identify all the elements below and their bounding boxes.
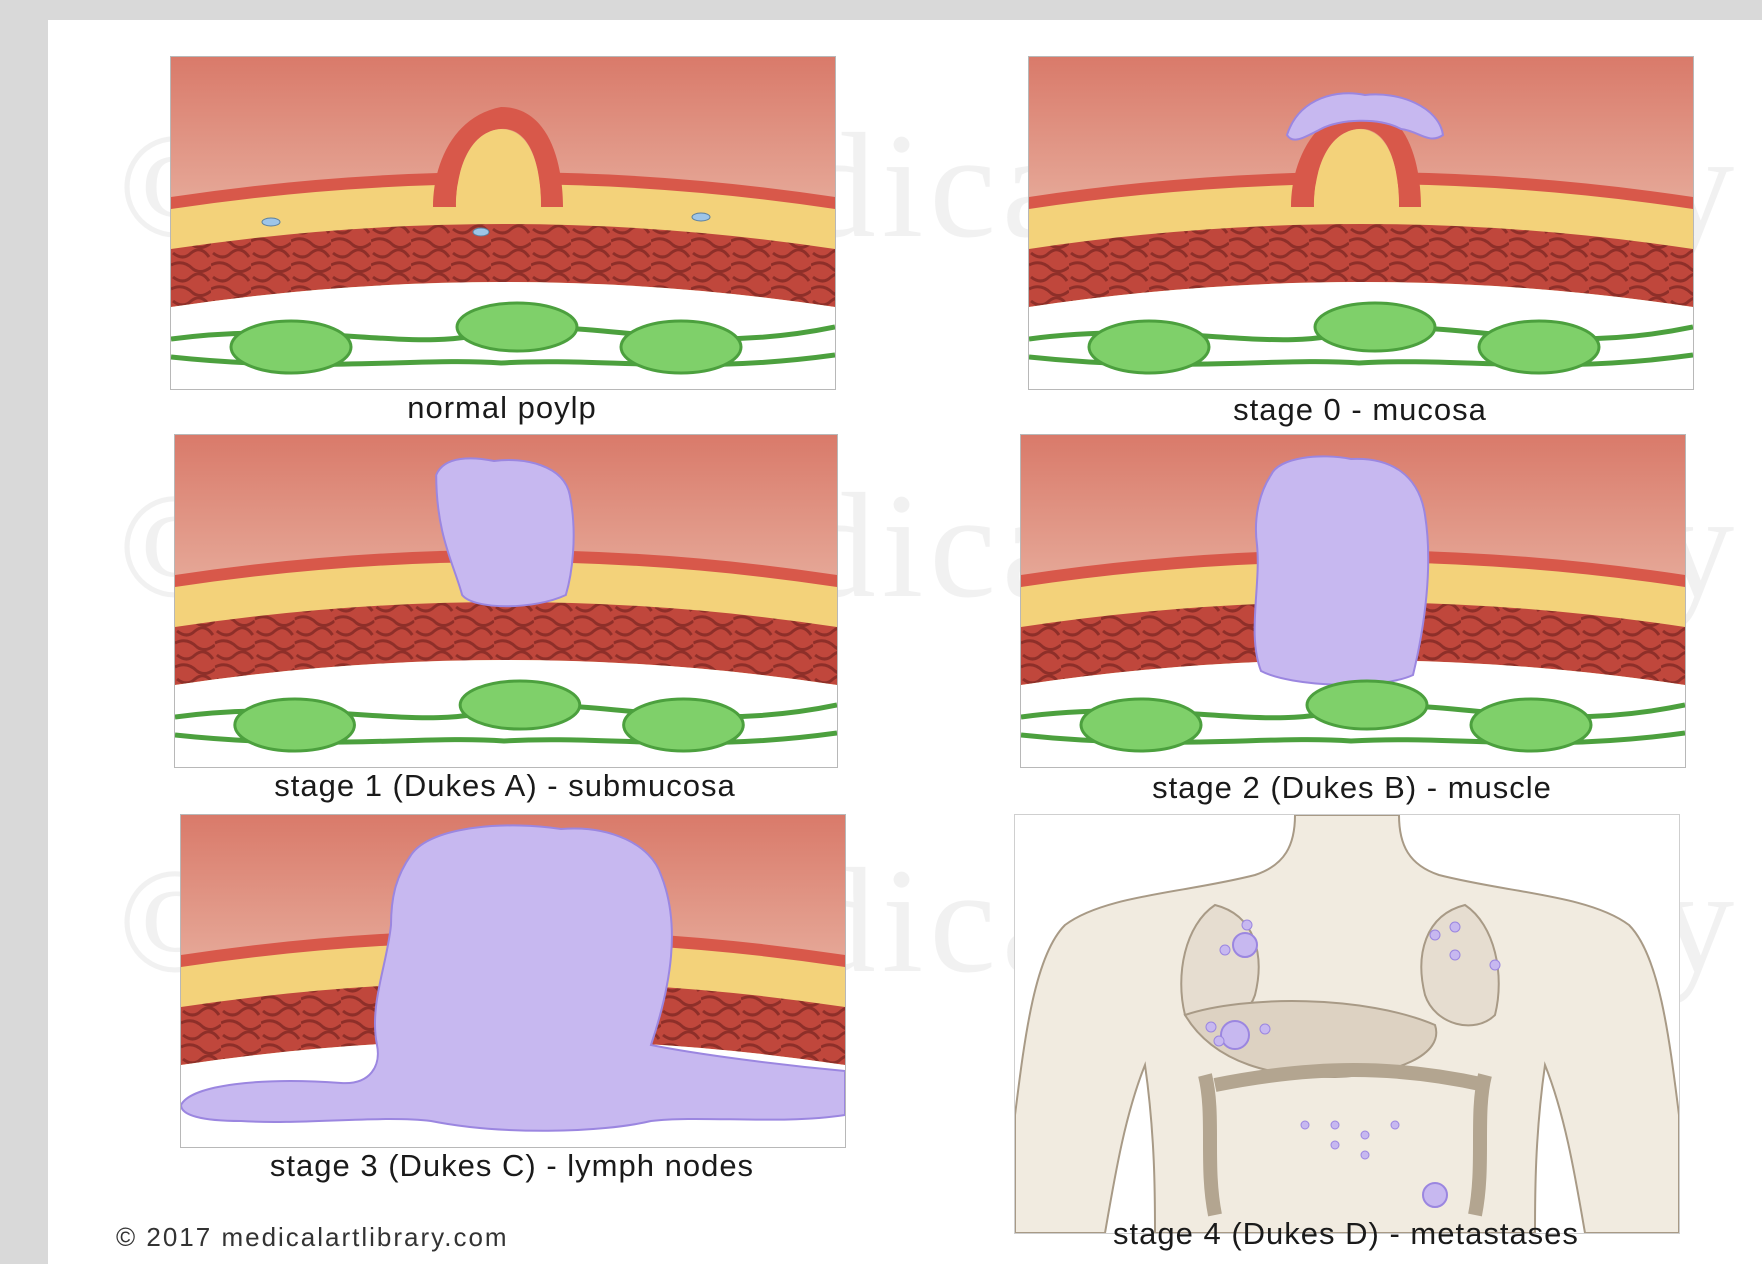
panel-stage-1 xyxy=(174,434,838,768)
panel-normal-polyp xyxy=(170,56,836,390)
stage-3-illustration xyxy=(181,815,845,1147)
stage-1-illustration xyxy=(175,435,837,767)
caption-stage-3: stage 3 (Dukes C) - lymph nodes xyxy=(180,1148,844,1184)
panel-stage-4 xyxy=(1014,814,1680,1234)
caption-stage-2: stage 2 (Dukes B) - muscle xyxy=(1020,770,1684,806)
panel-stage-0 xyxy=(1028,56,1694,390)
caption-stage-4: stage 4 (Dukes D) - metastases xyxy=(1014,1216,1678,1252)
normal-polyp-illustration xyxy=(171,57,835,389)
stage-0-illustration xyxy=(1029,57,1693,389)
caption-stage-0: stage 0 - mucosa xyxy=(1028,392,1692,428)
panel-stage-3 xyxy=(180,814,846,1148)
stage-4-body-illustration xyxy=(1015,815,1679,1233)
caption-stage-1: stage 1 (Dukes A) - submucosa xyxy=(174,768,836,804)
copyright-notice: © 2017 medicalartlibrary.com xyxy=(116,1222,509,1253)
figure-page: ©2017 medicalartlibrary ©2017 medicalart… xyxy=(48,20,1762,1264)
caption-normal-polyp: normal poylp xyxy=(170,390,834,426)
stage-2-illustration xyxy=(1021,435,1685,767)
panel-stage-2 xyxy=(1020,434,1686,768)
